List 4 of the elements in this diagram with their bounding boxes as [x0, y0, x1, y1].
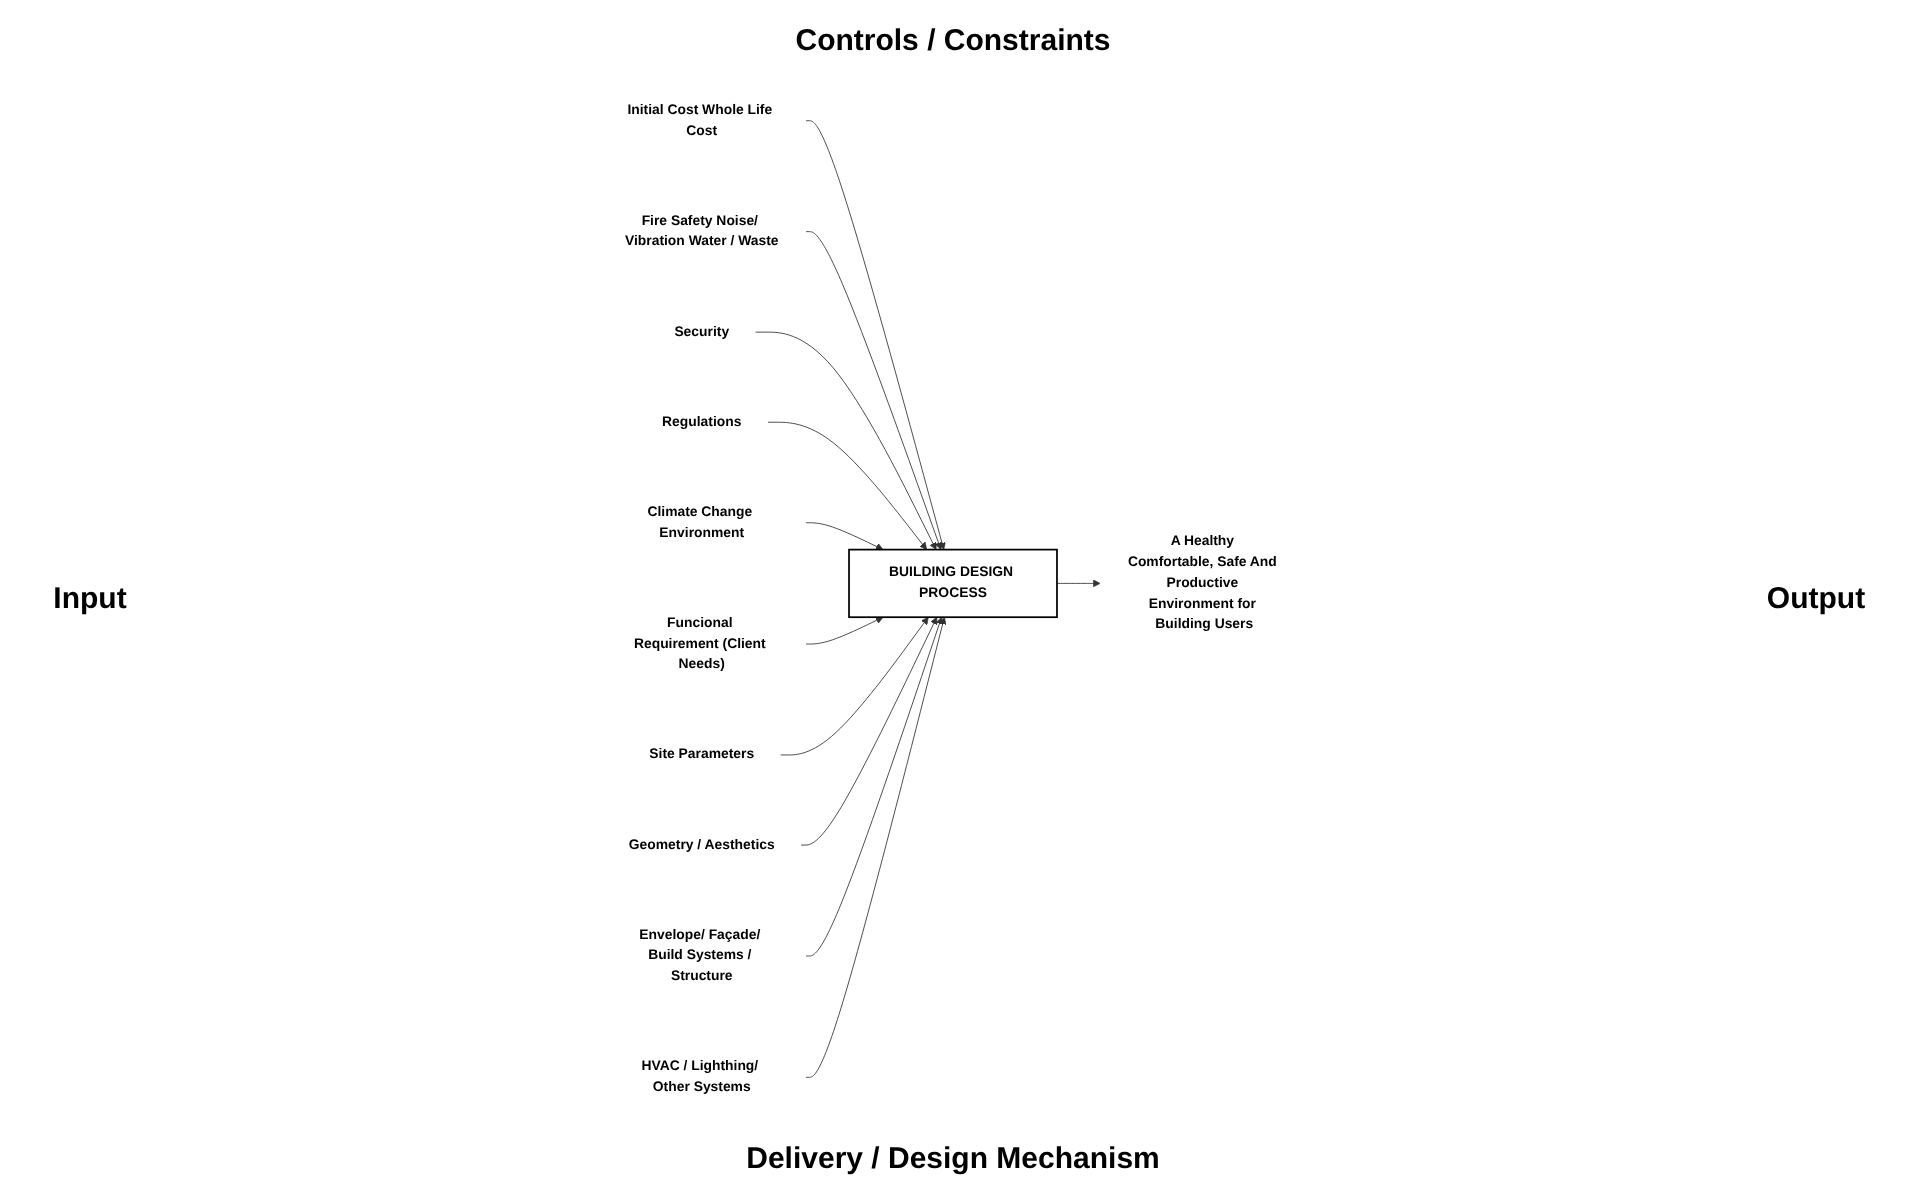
group-heading: Controls / Constraints — [795, 23, 1111, 57]
group-heading: Delivery / Design Mechanism — [746, 1141, 1160, 1175]
group-heading: Output — [1766, 582, 1866, 616]
group-heading: Input — [53, 582, 127, 616]
